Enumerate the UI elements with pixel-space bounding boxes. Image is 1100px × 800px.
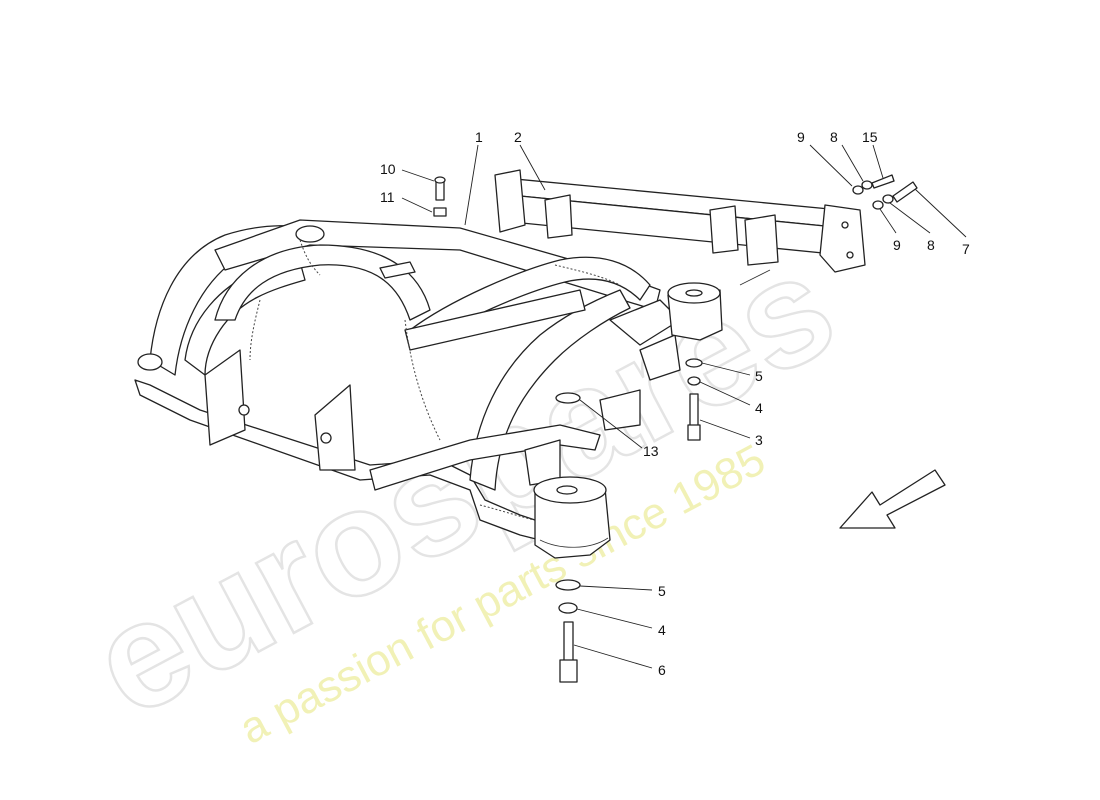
top-bracket <box>379 261 416 279</box>
callouts: 1 2 9 8 15 10 11 9 8 7 5 4 3 13 5 4 6 <box>380 129 970 678</box>
bolt-7 <box>892 181 918 203</box>
nut-11 <box>433 207 447 217</box>
leader-2 <box>519 144 546 191</box>
leader-11 <box>401 197 433 213</box>
crossmember-bracket-2 <box>709 205 739 254</box>
subframe-center-arch <box>214 244 431 321</box>
crossmember-hole <box>841 221 849 229</box>
leader-4-upper <box>699 381 751 406</box>
subframe-right-arch <box>469 289 631 491</box>
left-front-mount <box>295 225 325 243</box>
rear-crossmember <box>494 169 866 286</box>
callout-label: 4 <box>755 400 763 416</box>
crossmember-right-end <box>819 204 866 273</box>
callout-label: 8 <box>927 237 935 253</box>
callout-label: 5 <box>658 583 666 599</box>
lower-bushing <box>533 476 611 559</box>
leader-13 <box>579 399 643 449</box>
callout-label: 13 <box>643 443 659 459</box>
subframe-left-plate <box>204 349 246 446</box>
weld-seam <box>554 264 621 286</box>
leader-lines <box>401 144 967 669</box>
arm-bracket-3 <box>599 389 641 431</box>
washer-9-lower <box>872 200 884 210</box>
right-upper-bushing <box>667 282 723 341</box>
washer-5-upper <box>685 358 703 368</box>
leader-10 <box>401 169 435 182</box>
callout-label: 6 <box>658 662 666 678</box>
hardware <box>433 174 918 683</box>
leader-8-top <box>841 144 864 182</box>
rear-subframe <box>134 219 681 546</box>
callout-label: 15 <box>862 129 878 145</box>
washer-13 <box>555 392 581 404</box>
crossmember-left-end <box>494 169 526 233</box>
leader-15 <box>872 144 884 179</box>
callout-label: 5 <box>755 368 763 384</box>
lower-bushing-hole <box>556 485 578 495</box>
leader-4-lower <box>576 608 653 629</box>
arm-bracket-2 <box>639 334 681 381</box>
leader-7 <box>914 188 967 238</box>
washer-9-upper <box>852 185 864 195</box>
weld-seam <box>249 299 261 361</box>
callout-label: 11 <box>380 189 395 205</box>
washer-4-lower <box>558 602 578 614</box>
leader-5-lower <box>579 585 653 591</box>
washer-4-upper <box>687 376 701 386</box>
weld-seam <box>479 504 556 526</box>
callout-label: 4 <box>658 622 666 638</box>
crossmember-hole <box>846 251 854 259</box>
callout-label: 7 <box>962 241 970 257</box>
leader-8-right <box>889 202 931 234</box>
plate-hole-left <box>238 404 250 416</box>
plate-hole-center <box>320 432 332 444</box>
washer-8-upper <box>861 180 873 190</box>
leader-5-upper <box>701 362 751 376</box>
leader-3 <box>699 419 751 439</box>
callout-label: 2 <box>514 129 522 145</box>
leader-9-top <box>809 144 853 187</box>
crossmember-bracket-3 <box>744 214 779 266</box>
leader-6 <box>573 644 653 669</box>
subframe-lower-tube <box>369 424 601 491</box>
leader-1 <box>464 144 479 226</box>
weld-seam <box>299 239 321 276</box>
bolt-15 <box>871 174 895 189</box>
callout-label: 9 <box>893 237 901 253</box>
leader-9-right <box>879 208 897 234</box>
crossmember-bracket <box>544 194 573 239</box>
callout-label: 10 <box>380 161 396 177</box>
bolt-3-head <box>687 424 701 441</box>
washer-5-lower <box>555 579 581 591</box>
callout-label: 3 <box>755 432 763 448</box>
bolt-6-head <box>559 659 578 683</box>
callout-label: 9 <box>797 129 805 145</box>
weld-seam <box>404 319 441 441</box>
lower-bushing-ring <box>539 537 609 548</box>
subframe-cross-tube <box>404 289 586 351</box>
callout-label: 1 <box>475 129 483 145</box>
crossmember-stiffener <box>739 269 771 286</box>
subframe-center-plate <box>314 384 356 471</box>
bolt-10-head <box>434 176 446 184</box>
direction-arrow <box>839 469 946 529</box>
upper-bushing-hole <box>685 289 703 297</box>
washer-8-lower <box>882 194 894 204</box>
left-rear-mount <box>137 353 163 371</box>
callout-label: 8 <box>830 129 838 145</box>
